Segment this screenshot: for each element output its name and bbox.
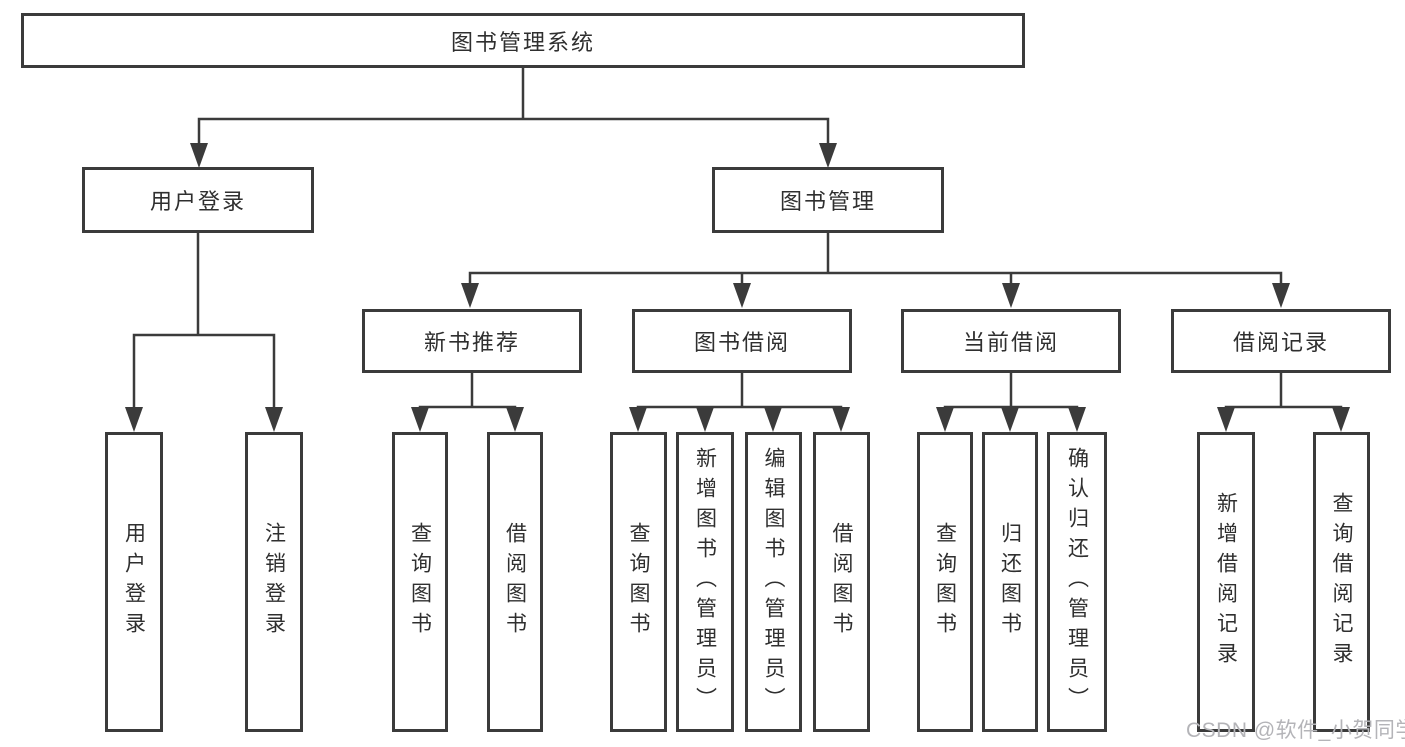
leaf-user-login: 用户登录 [105, 432, 163, 732]
leaf-edit-books-admin: 编辑图书（管理员） [745, 432, 802, 732]
leaf-query-books-borrowing: 查询图书 [610, 432, 667, 732]
node-new-book-recommend: 新书推荐 [362, 309, 582, 373]
leaf-query-books-recommend: 查询图书 [392, 432, 448, 732]
leaf-return-books: 归还图书 [982, 432, 1038, 732]
leaf-label: 查询图书 [627, 522, 650, 642]
leaf-label: 借阅图书 [503, 522, 527, 642]
leaf-logout: 注销登录 [245, 432, 303, 732]
leaf-query-books-current: 查询图书 [917, 432, 973, 732]
leaf-query-borrow-record: 查询借阅记录 [1313, 432, 1370, 732]
csdn-watermark: CSDN @软件_小贺同学 [1186, 719, 1405, 742]
leaf-label: 新增借阅记录 [1214, 492, 1238, 672]
leaf-label: 新增图书（管理员） [693, 447, 717, 717]
leaf-label: 确认归还（管理员） [1065, 447, 1089, 717]
leaf-label: 编辑图书（管理员） [762, 447, 785, 717]
node-borrowing-records: 借阅记录 [1171, 309, 1391, 373]
leaf-borrow-books-borrowing: 借阅图书 [813, 432, 870, 732]
node-root-system: 图书管理系统 [21, 13, 1025, 68]
node-book-management: 图书管理 [712, 167, 944, 233]
arrowheads [125, 143, 1350, 432]
leaf-borrow-books-recommend: 借阅图书 [487, 432, 543, 732]
leaf-label: 借阅图书 [830, 522, 853, 642]
leaf-label: 查询图书 [408, 522, 432, 642]
node-current-borrowing: 当前借阅 [901, 309, 1121, 373]
leaf-label: 注销登录 [262, 522, 286, 642]
leaf-label: 用户登录 [122, 522, 146, 642]
leaf-label: 查询图书 [933, 522, 957, 642]
node-user-login: 用户登录 [82, 167, 314, 233]
leaf-label: 归还图书 [998, 522, 1022, 642]
leaf-add-books-admin: 新增图书（管理员） [676, 432, 734, 732]
leaf-confirm-return-admin: 确认归还（管理员） [1047, 432, 1107, 732]
node-book-borrowing: 图书借阅 [632, 309, 852, 373]
leaf-add-borrow-record: 新增借阅记录 [1197, 432, 1255, 732]
leaf-label: 查询借阅记录 [1330, 492, 1353, 672]
